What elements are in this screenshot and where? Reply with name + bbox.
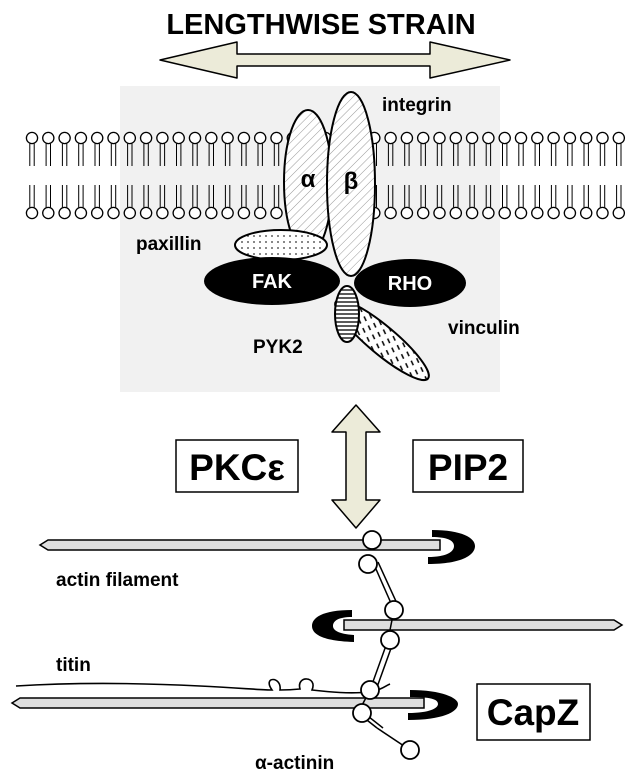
lipid-head	[156, 131, 169, 145]
lipid-head	[58, 206, 71, 220]
capz-label: CapZ	[487, 692, 580, 733]
lipid-head	[400, 206, 414, 220]
capz-cap-bottom	[408, 690, 458, 720]
lipid-head	[221, 131, 234, 145]
lipid-head	[188, 131, 202, 145]
lipid-head	[123, 206, 137, 220]
actin-filament-bottom	[10, 697, 425, 709]
lipid-head	[42, 206, 55, 220]
lipid-head	[90, 206, 104, 220]
lipid-head	[90, 131, 104, 145]
lipid-head	[433, 206, 446, 220]
lipid-head	[579, 206, 593, 220]
lipid-head	[547, 206, 560, 220]
lipid-head	[205, 131, 218, 145]
lipid-head	[400, 131, 414, 145]
lipid-head	[42, 131, 55, 145]
lipid-head	[498, 131, 511, 145]
lipid-head	[514, 131, 528, 145]
integrin-beta-subunit	[326, 91, 376, 277]
actin-filament-top	[38, 539, 441, 551]
alpha-actinin-label: α-actinin	[255, 753, 334, 774]
lipid-head	[156, 206, 169, 220]
lipid-head	[498, 206, 511, 220]
lipid-head	[465, 206, 479, 220]
lipid-head	[563, 131, 577, 145]
rho-shape	[354, 259, 466, 307]
lipid-head	[221, 206, 234, 220]
paxillin-shape	[234, 229, 328, 261]
lipid-head	[579, 131, 593, 145]
lipid-head	[58, 131, 71, 145]
capz-cap-top	[428, 530, 475, 564]
lipid-head	[449, 206, 463, 220]
fak-label: FAK	[252, 271, 293, 293]
lipid-head	[74, 206, 88, 220]
lipid-head	[433, 131, 446, 145]
capz-cap-middle	[312, 610, 354, 642]
rho-label: RHO	[388, 273, 432, 295]
lipid-head	[270, 131, 283, 145]
pip2-box	[412, 439, 524, 493]
strain-arrow	[159, 41, 511, 79]
lipid-head	[205, 206, 218, 220]
lipid-head	[25, 131, 39, 145]
lipid-head	[449, 131, 463, 145]
pkc-epsilon-label: PKCε	[189, 447, 285, 488]
beta-label: β	[344, 168, 359, 195]
lipid-head	[416, 131, 430, 145]
lipid-head	[107, 206, 120, 220]
lipid-head	[139, 131, 153, 145]
lipid-head	[416, 206, 430, 220]
actin-filament-label: actin filament	[56, 570, 179, 591]
lipid-head	[531, 131, 544, 145]
lipid-head	[172, 206, 185, 220]
integrin-label: integrin	[382, 95, 452, 116]
lipid-head	[253, 131, 267, 145]
pkc-epsilon-box	[175, 439, 299, 493]
lipid-head	[270, 206, 283, 220]
lipid-head	[563, 206, 577, 220]
lipid-head	[139, 206, 153, 220]
lipid-head	[384, 206, 397, 220]
lipid-head	[25, 206, 39, 220]
lipid-head	[384, 131, 397, 145]
diagram-title: LENGTHWISE STRAIN	[166, 9, 475, 41]
titin-label: titin	[56, 655, 91, 676]
fak-shape	[204, 257, 340, 305]
lipid-head	[482, 206, 495, 220]
lipid-head	[253, 206, 267, 220]
lipid-head	[596, 206, 609, 220]
signal-arrow	[331, 404, 381, 529]
lipid-head	[172, 131, 185, 145]
pyk2-label: PYK2	[253, 337, 303, 358]
pip2-label: PIP2	[428, 447, 508, 488]
lipid-head	[531, 206, 544, 220]
lipid-head	[188, 206, 202, 220]
lipid-head	[547, 131, 560, 145]
lipid-head	[612, 206, 626, 220]
alpha-label: α	[301, 166, 316, 193]
vinculin-label: vinculin	[448, 318, 520, 339]
actin-filament-middle	[343, 619, 624, 631]
alpha-actinin-nodes	[352, 530, 420, 760]
lipid-head	[482, 131, 495, 145]
lipid-head	[237, 206, 251, 220]
lipid-head	[74, 131, 88, 145]
lipid-head	[465, 131, 479, 145]
pyk2-shape	[334, 285, 360, 343]
paxillin-label: paxillin	[136, 234, 201, 255]
lipid-head	[237, 131, 251, 145]
capz-box	[476, 683, 591, 741]
lipid-head	[612, 131, 626, 145]
lipid-head	[514, 206, 528, 220]
lipid-head	[107, 131, 120, 145]
lipid-head	[123, 131, 137, 145]
titin-strand	[15, 678, 391, 694]
lipid-head	[596, 131, 609, 145]
